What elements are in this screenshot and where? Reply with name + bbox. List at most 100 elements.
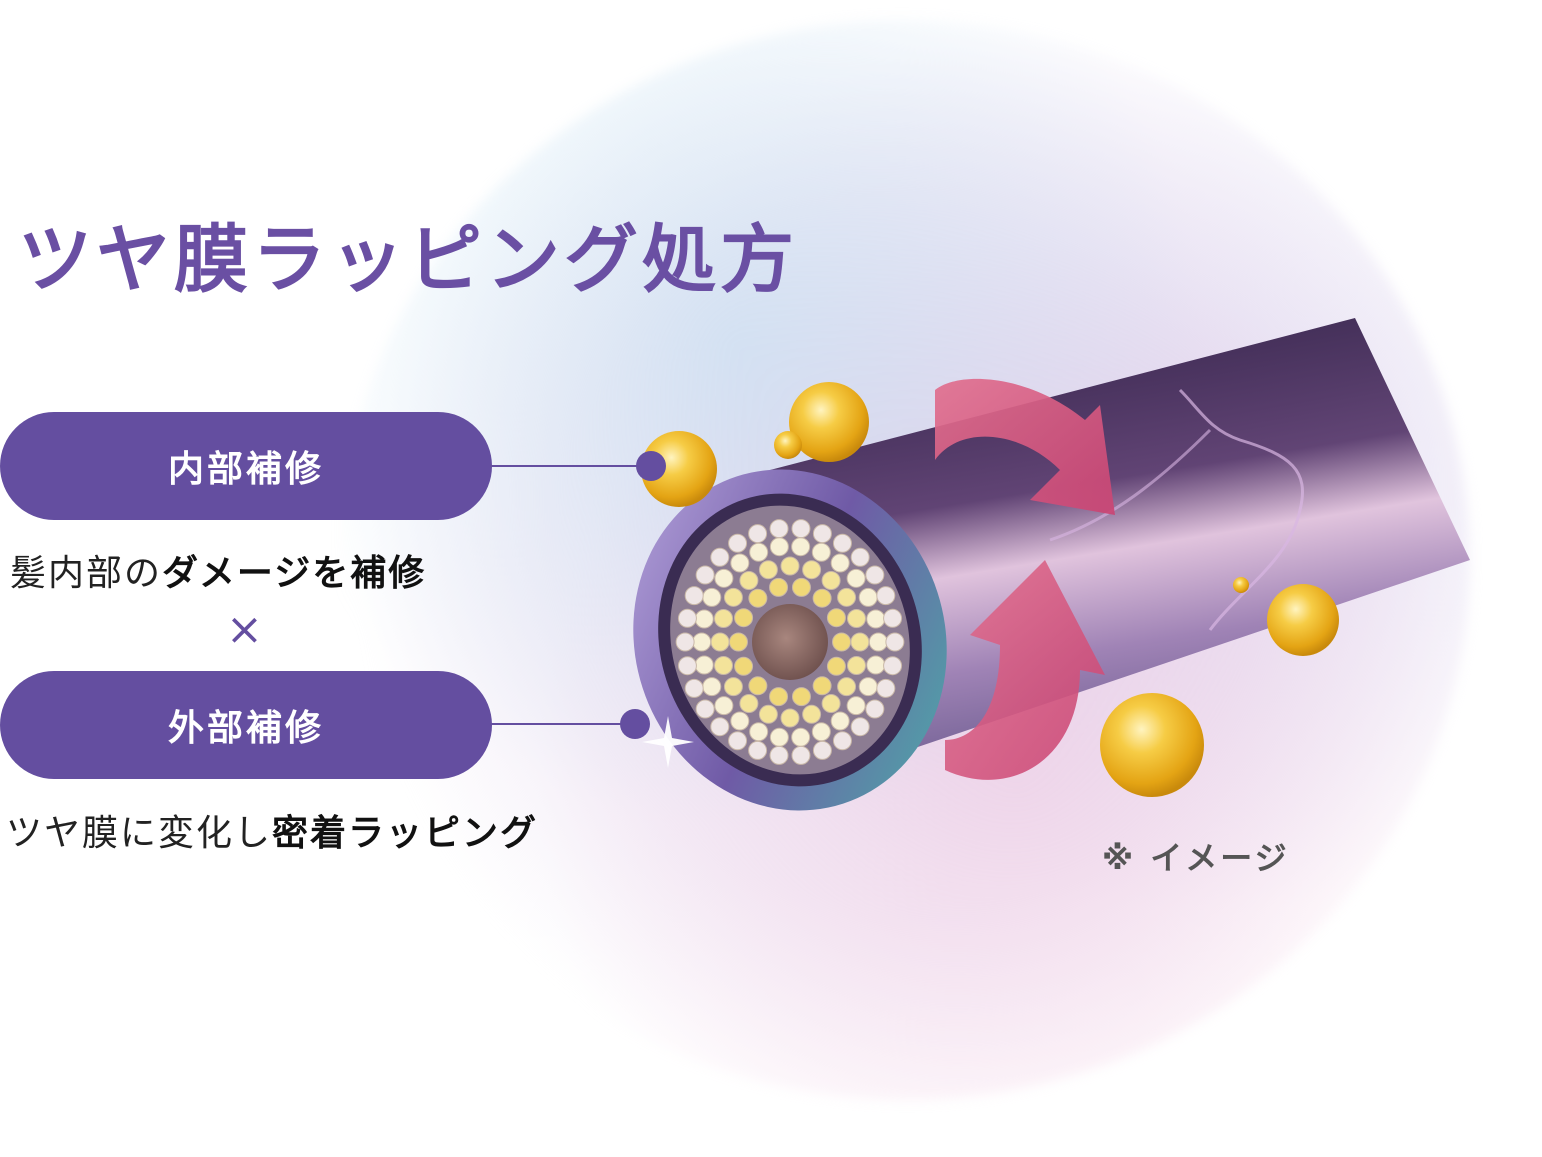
cortex-cell <box>791 577 811 597</box>
cortex-cell <box>850 547 870 567</box>
droplet <box>774 431 802 459</box>
cortex-cell <box>885 632 905 652</box>
cortex-cell <box>714 696 734 716</box>
external-repair-label: 外部補修 <box>0 671 492 779</box>
cortex-cell <box>694 655 714 675</box>
cortex-cell <box>811 542 831 562</box>
cortex-cell <box>734 608 754 628</box>
connector-line <box>490 465 650 467</box>
cortex-cell <box>695 699 715 719</box>
droplet <box>641 431 717 507</box>
cortex-cell <box>684 678 704 698</box>
cortex-cell <box>769 577 789 597</box>
cortex-cell <box>677 656 697 676</box>
wrap-arrows <box>935 378 1115 780</box>
description-bold-text: 密着ラッピング <box>272 813 539 854</box>
cortex-cell <box>846 568 866 588</box>
cortex-cell <box>866 655 886 675</box>
cortex-cell <box>826 656 846 676</box>
cortex-cell <box>702 677 722 697</box>
cortex-cell <box>837 587 857 607</box>
cortex-cell <box>846 609 866 629</box>
droplet <box>789 382 869 462</box>
cortex-cell <box>780 556 800 576</box>
cortex-cell <box>769 687 789 707</box>
connector-dot <box>620 709 650 739</box>
cortex-cell <box>812 676 832 696</box>
cortex-cell <box>714 568 734 588</box>
cortex-cell <box>702 587 722 607</box>
cortex-cell <box>850 632 870 652</box>
cortex-cell <box>734 656 754 676</box>
image-note: ※ イメージ <box>1102 839 1290 877</box>
cortex-cell <box>865 565 885 585</box>
cortex-cell <box>748 740 768 760</box>
internal-repair-label: 内部補修 <box>0 412 492 520</box>
cortex-cell <box>868 632 888 652</box>
cortex-cell <box>728 731 748 751</box>
arrow-lower <box>945 560 1105 780</box>
cortex-cell <box>675 632 695 652</box>
cortex-cell <box>769 519 789 539</box>
page-title: ツヤ膜ラッピング処方 <box>18 217 798 303</box>
cortex-cell <box>791 727 811 747</box>
sparkle-icon <box>642 716 694 768</box>
cortex-cell <box>694 609 714 629</box>
cortex-cell <box>749 722 769 742</box>
cortex-cell <box>846 696 866 716</box>
cortex-cell <box>802 560 822 580</box>
cortex-cell <box>714 609 734 629</box>
cortex-cell <box>830 711 850 731</box>
arrow-upper <box>935 378 1115 515</box>
cortex-cell <box>837 677 857 697</box>
cortex-cell <box>677 608 697 628</box>
cortex-cell <box>791 519 811 539</box>
cortex-cell <box>876 678 896 698</box>
cortex-cell <box>858 587 878 607</box>
cortex-cell <box>858 677 878 697</box>
cortex-cell <box>695 565 715 585</box>
cortex-cell <box>846 655 866 675</box>
cortex-cell <box>821 693 841 713</box>
cortex-cell <box>748 588 768 608</box>
cortex-cell <box>739 693 759 713</box>
cortex-cell <box>739 571 759 591</box>
cortex-cell <box>710 632 730 652</box>
cortex-cell <box>832 632 852 652</box>
cortex-cell <box>812 524 832 544</box>
cortex-cell <box>830 553 850 573</box>
cortex-cell <box>730 711 750 731</box>
connector-line <box>490 723 640 725</box>
times-symbol: × <box>226 604 263 655</box>
cortex-cell <box>728 632 748 652</box>
cortex-cell <box>832 533 852 553</box>
cortex-cell <box>883 656 903 676</box>
cortex-cell <box>850 717 870 737</box>
cortex-cell <box>883 608 903 628</box>
connector-dot <box>636 451 666 481</box>
oil-droplets <box>641 382 1339 797</box>
description-plain-text: 髪内部の <box>10 553 163 594</box>
droplet <box>1100 693 1204 797</box>
cortex-cell <box>826 608 846 628</box>
cortex-cell <box>832 731 852 751</box>
cortex-cell <box>684 586 704 606</box>
cortex-cell <box>821 571 841 591</box>
cortex-cell <box>714 655 734 675</box>
cortex-cell <box>866 609 886 629</box>
cortex-cell <box>769 727 789 747</box>
cortex-cell <box>692 632 712 652</box>
cortex-cell <box>723 677 743 697</box>
cortex-cells <box>675 519 905 765</box>
cortex-cell <box>769 537 789 557</box>
cortex-cell <box>865 699 885 719</box>
external-repair-description: ツヤ膜に変化し密着ラッピング <box>6 804 538 856</box>
internal-repair-description: 髪内部のダメージを補修 <box>10 544 426 596</box>
cortex-cell <box>728 533 748 553</box>
cortex-cell <box>812 588 832 608</box>
cortex-cell <box>780 708 800 728</box>
cortex-cell <box>748 676 768 696</box>
droplet <box>1233 577 1249 593</box>
cortex-cell <box>811 722 831 742</box>
